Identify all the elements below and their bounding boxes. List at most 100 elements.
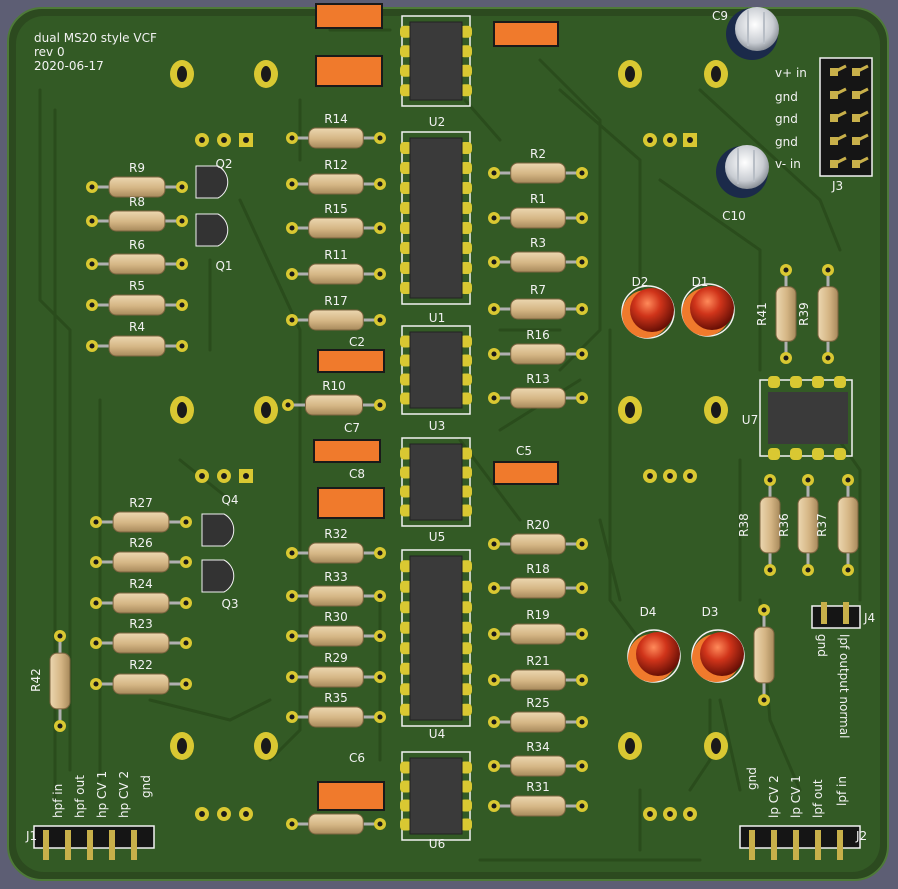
pad-hole	[199, 137, 205, 143]
pad-hole	[221, 811, 227, 817]
ref-label-d1: D1	[692, 275, 709, 289]
header-j4	[811, 602, 861, 629]
pad-hole	[221, 473, 227, 479]
pad-hole	[579, 306, 585, 312]
resistor-r17: R17	[286, 294, 386, 331]
mounting-hole-drill	[625, 738, 635, 754]
resistor-body	[108, 176, 166, 198]
ref-label-q2: Q2	[215, 157, 232, 171]
transistor-body	[201, 513, 235, 547]
ic-pin	[460, 202, 472, 214]
resistor-r18: R18	[488, 562, 588, 599]
header-pin-lead	[855, 64, 869, 74]
resistor-body	[108, 253, 166, 275]
ic-pin	[400, 485, 412, 498]
ic-pin	[460, 761, 472, 774]
resistor-body	[510, 755, 566, 777]
ref-label-r20: R20	[526, 518, 550, 532]
header-pin	[109, 830, 115, 860]
ic-outline	[401, 437, 471, 527]
pad-hole	[285, 402, 291, 408]
led-dome	[690, 286, 734, 330]
pad-hole	[579, 803, 585, 809]
ic-pin	[460, 45, 472, 58]
trace	[558, 88, 642, 302]
j1-pin-label: gnd	[139, 775, 153, 798]
pad-hole	[761, 607, 767, 613]
trace	[658, 178, 762, 372]
mounting-hole-drill	[711, 66, 721, 82]
pad-hole	[89, 218, 95, 224]
pad-hole	[289, 271, 295, 277]
j3-pin-label: gnd	[775, 90, 798, 104]
header-body	[33, 825, 155, 849]
transistor-q2: Q2	[195, 157, 233, 199]
ref-label-u5: U5	[429, 530, 445, 544]
resistor-r10: R10	[282, 379, 386, 416]
resistor-body	[510, 623, 566, 645]
ic-pin	[460, 601, 472, 614]
ic-pin	[460, 662, 472, 675]
ic-pin	[400, 818, 412, 831]
pad-hole	[687, 137, 693, 143]
pad-hole	[243, 811, 249, 817]
resistor-body	[759, 496, 781, 554]
ic-pin	[400, 504, 412, 517]
capacitor-c5: C5	[493, 444, 559, 485]
ic-pin	[400, 662, 412, 675]
ic-pin	[460, 683, 472, 696]
board-title-line-1: dual MS20 style VCF	[34, 31, 157, 45]
resistor-body	[308, 309, 364, 331]
resistor-r16: R16	[488, 328, 588, 365]
resistor-body	[308, 666, 364, 688]
resistor-r24: R24	[90, 577, 192, 614]
resistor-body	[112, 673, 170, 695]
resistor-r31: R31	[488, 780, 588, 817]
header-pin	[87, 830, 93, 860]
pad-hole	[179, 218, 185, 224]
j3-pin-label: gnd	[775, 112, 798, 126]
resistor-body	[510, 251, 566, 273]
pad-hole	[89, 184, 95, 190]
ref-label-r42: R42	[29, 668, 43, 692]
ref-label-d4: D4	[640, 605, 657, 619]
ref-label-r11: R11	[324, 248, 348, 262]
ic-pin	[400, 335, 412, 348]
led-outline	[627, 629, 681, 683]
pad-hole	[377, 181, 383, 187]
resistor-r30: R30	[286, 610, 386, 647]
resistor-body	[510, 795, 566, 817]
pad-hole	[825, 355, 831, 361]
resistor-body	[112, 592, 170, 614]
ic-outline	[759, 379, 853, 457]
pad-hole	[647, 811, 653, 817]
j2-pin-label: lpf out	[811, 779, 825, 818]
pad-hole	[93, 559, 99, 565]
ic-u7: U7	[742, 376, 853, 460]
mounting-hole-drill	[261, 402, 271, 418]
ic-u5: U5	[400, 437, 472, 544]
resistor-r19: R19	[488, 608, 588, 645]
resistor-r35: R35	[286, 691, 386, 728]
led-outline	[691, 629, 745, 683]
resistor-body	[308, 625, 364, 647]
pad-hole	[377, 674, 383, 680]
resistor-r39: R39	[797, 264, 839, 364]
resistor-body	[304, 394, 364, 416]
resistor-r23: R23	[90, 617, 192, 654]
pad-hole	[491, 677, 497, 683]
header-pin-lead	[833, 87, 847, 97]
ref-label-r4: R4	[129, 320, 145, 334]
j3-pin-label: v- in	[775, 157, 801, 171]
ref-label-r23: R23	[129, 617, 153, 631]
ref-label-r18: R18	[526, 562, 550, 576]
capacitor-body	[313, 439, 381, 463]
pad-hole	[579, 395, 585, 401]
resistor-r27: R27	[90, 496, 192, 533]
transistor-q3: Q3	[201, 559, 239, 611]
pad-hole	[761, 697, 767, 703]
resistor-r40x	[753, 604, 775, 706]
resistor-r2: R2	[488, 147, 588, 184]
